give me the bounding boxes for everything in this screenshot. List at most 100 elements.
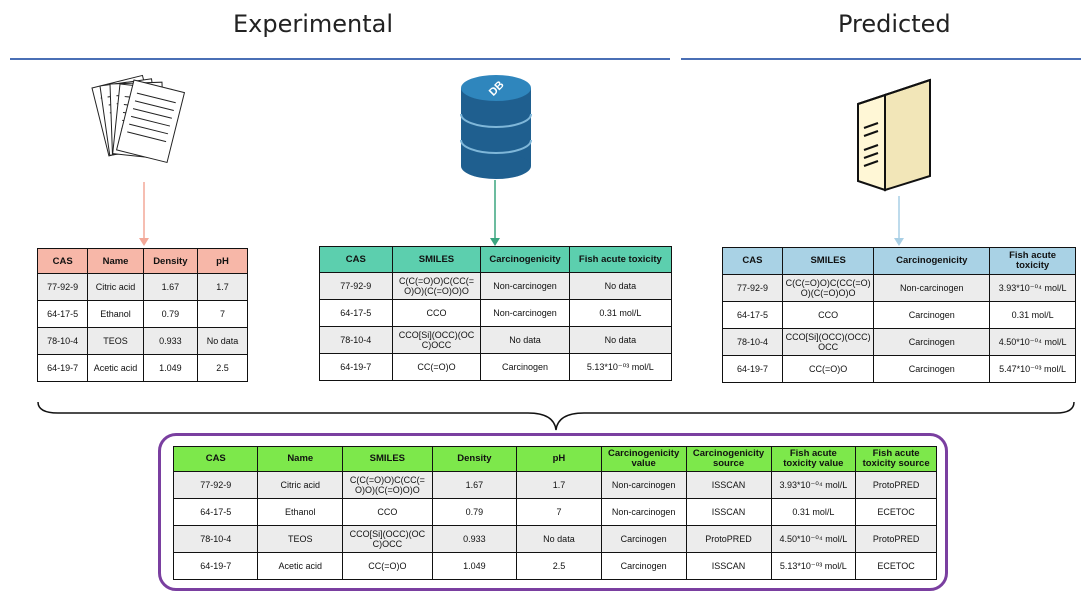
table-cell: Carcinogen [600,552,687,580]
table-cell: Carcinogen [480,353,570,381]
table-cell: Non-carcinogen [600,498,687,526]
table-cell: Carcinogen [873,355,991,383]
table-cell: Ethanol [257,498,344,526]
table-cell: Non-carcinogen [480,272,570,300]
table-header: CAS [172,446,259,472]
table-header: Carcinogenicity source [685,446,772,472]
merge-brace [37,401,1075,431]
table-cell: CCO [781,301,875,329]
table-cell: 0.79 [431,498,518,526]
table-cell: ECETOC [855,552,937,580]
table-cell: 5.13*10⁻⁰³ mol/L [568,353,673,381]
table-cell: 77-92-9 [722,274,783,302]
table-cell: 7 [516,498,602,526]
predicted-table: CAS SMILES Carcinogenicity Fish acute to… [722,247,1076,383]
experimental-divider [10,58,670,60]
table-cell: 64-17-5 [722,301,783,329]
table-header: CAS [36,248,89,274]
table-header: Name [87,248,144,274]
table-cell: CCO [342,498,433,526]
table-cell: 64-19-7 [172,552,259,580]
table-cell: ISSCAN [685,498,772,526]
table-header: SMILES [342,446,433,472]
table-header: Carcinogenicity [873,247,991,275]
table-cell: No data [196,327,249,355]
table-header: Name [257,446,344,472]
table-cell: TEOS [257,525,344,553]
table-header: Carcinogenicity [480,246,570,273]
table-cell: 78-10-4 [36,327,89,355]
table-cell: ECETOC [855,498,937,526]
table-cell: Acetic acid [87,354,144,382]
table-cell: 0.933 [431,525,518,553]
papers-arrow [139,182,149,246]
table-cell: ISSCAN [685,552,772,580]
table-cell: Carcinogen [873,301,991,329]
table-cell: CC(=O)O [342,552,433,580]
table-header: Fish acute toxicity [568,246,673,273]
table-cell: Carcinogen [600,525,687,553]
table-cell: Citric acid [87,273,144,301]
table-cell: 64-19-7 [722,355,783,383]
table-cell: 5.47*10⁻⁰³ mol/L [989,355,1076,383]
table-header: CAS [722,247,783,275]
table-cell: 78-10-4 [172,525,259,553]
table-cell: 1.049 [431,552,518,580]
server-icon [857,78,931,192]
table-cell: ProtoPRED [855,471,937,499]
table-cell: 64-19-7 [36,354,89,382]
table-cell: 64-17-5 [36,300,89,328]
table-cell: 78-10-4 [722,328,783,356]
table-header: CAS [319,246,393,273]
table-cell: Non-carcinogen [480,299,570,327]
server-arrow [894,196,904,246]
table-cell: ProtoPRED [685,525,772,553]
table-cell: 2.5 [196,354,249,382]
table-cell: 1.67 [431,471,518,499]
table-cell: 1.7 [196,273,249,301]
table-cell: 0.933 [142,327,198,355]
experimental-database-table: CAS SMILES Carcinogenicity Fish acute to… [319,246,673,381]
table-cell: CC(=O)O [391,353,482,381]
db-arrow [490,180,500,246]
database-icon: DB [460,75,532,179]
table-cell: Non-carcinogen [600,471,687,499]
table-cell: 64-19-7 [319,353,393,381]
table-header: Fish acute toxicity value [770,446,857,472]
table-cell: 0.31 mol/L [770,498,857,526]
table-cell: CCO[Si](OCC)(OCC)OCC [781,328,875,356]
table-cell: CCO[Si](OCC)(OCC)OCC [342,525,433,553]
table-cell: Citric acid [257,471,344,499]
table-cell: 77-92-9 [172,471,259,499]
table-cell: 5.13*10⁻⁰³ mol/L [770,552,857,580]
table-cell: 0.31 mol/L [989,301,1076,329]
table-cell: 4.50*10⁻⁰⁴ mol/L [989,328,1076,356]
table-cell: 0.79 [142,300,198,328]
table-cell: ISSCAN [685,471,772,499]
table-cell: C(C(=O)O)C(CC(=O)O)(C(=O)O)O [342,471,433,499]
table-cell: 0.31 mol/L [568,299,673,327]
table-cell: 2.5 [516,552,602,580]
table-header: Fish acute toxicity source [855,446,937,472]
table-cell: No data [516,525,602,553]
table-header: SMILES [781,247,875,275]
predicted-header: Predicted [838,10,951,38]
table-cell: 4.50*10⁻⁰⁴ mol/L [770,525,857,553]
experimental-header: Experimental [233,10,394,38]
table-header: Density [142,248,198,274]
table-cell: No data [480,326,570,354]
table-cell: Carcinogen [873,328,991,356]
predicted-divider [681,58,1081,60]
